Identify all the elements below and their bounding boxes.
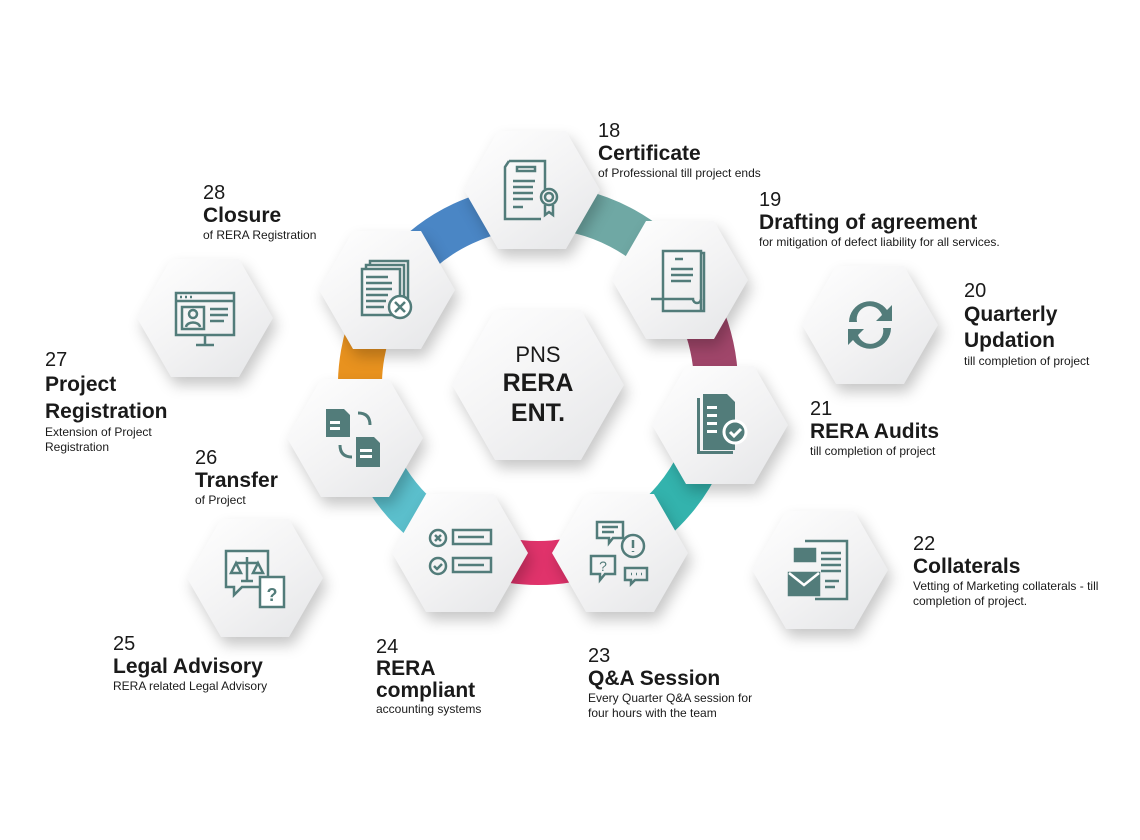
svg-text:?: ? bbox=[267, 585, 278, 605]
legal-advisory-hexagon: ? bbox=[187, 519, 323, 637]
item-title: Transfer bbox=[195, 469, 278, 492]
center-line2: RERA bbox=[502, 369, 574, 397]
item-desc: for mitigation of defect liability for a… bbox=[759, 235, 1000, 249]
document-icon bbox=[651, 249, 706, 313]
project-registration-hexagon bbox=[137, 259, 273, 377]
label-24: 24 RERA compliant accounting systems bbox=[376, 637, 506, 717]
item-desc: till completion of project bbox=[810, 444, 936, 458]
item-number: 28 bbox=[203, 182, 226, 204]
item-number: 22 bbox=[913, 533, 936, 555]
label-21: 21 RERA Audits till completion of projec… bbox=[810, 399, 939, 459]
item-desc: of Project bbox=[195, 493, 246, 507]
item-desc: Vetting of Marketing collaterals - till … bbox=[913, 579, 1099, 608]
item-number: 24 bbox=[376, 636, 399, 658]
refresh-icon bbox=[848, 301, 892, 349]
label-18: 18 Certificate of Professional till proj… bbox=[598, 121, 761, 181]
compliant-hexagon bbox=[392, 494, 528, 612]
item-title: Legal Advisory bbox=[113, 655, 263, 678]
center-line3: ENT. bbox=[510, 399, 566, 427]
item-number: 27 bbox=[45, 349, 68, 371]
document-check-icon bbox=[697, 394, 748, 454]
item-desc: of RERA Registration bbox=[203, 228, 317, 242]
transfer-hexagon bbox=[287, 379, 423, 497]
item-number: 25 bbox=[113, 633, 136, 655]
item-number: 20 bbox=[964, 280, 987, 302]
label-27: 27 Project Registration Extension of Pro… bbox=[45, 350, 205, 455]
file-transfer-icon bbox=[326, 409, 380, 467]
qa-session-hexagon: ? bbox=[552, 494, 688, 612]
documents-close-icon bbox=[360, 259, 413, 320]
chat-bubbles-icon: ? bbox=[589, 520, 649, 588]
item-desc: Extension of Project Registration bbox=[45, 425, 152, 454]
svg-text:?: ? bbox=[599, 558, 607, 574]
item-title: Q&A Session bbox=[588, 667, 721, 690]
center-hexagon: PNS RERA ENT. bbox=[452, 310, 624, 460]
item-title: Project Registration bbox=[45, 373, 168, 423]
drafting-hexagon bbox=[612, 221, 748, 339]
certificate-icon bbox=[503, 159, 559, 221]
label-20: 20 Quarterly Updation till completion of… bbox=[964, 281, 1114, 369]
item-desc: till completion of project bbox=[964, 354, 1090, 368]
collaterals-hexagon bbox=[752, 511, 888, 629]
checklist-icon bbox=[428, 528, 493, 576]
label-26: 26 Transfer of Project bbox=[195, 448, 278, 508]
item-title: RERA Audits bbox=[810, 420, 940, 443]
item-desc: RERA related Legal Advisory bbox=[113, 679, 268, 693]
item-title: Collaterals bbox=[913, 555, 1021, 578]
scales-icon: ? bbox=[224, 549, 286, 609]
audits-hexagon bbox=[652, 366, 788, 484]
item-number: 18 bbox=[598, 120, 621, 142]
item-number: 19 bbox=[759, 189, 782, 211]
mail-document-icon bbox=[787, 539, 849, 601]
label-25: 25 Legal Advisory RERA related Legal Adv… bbox=[113, 634, 267, 694]
item-number: 23 bbox=[588, 645, 611, 667]
closure-hexagon bbox=[319, 231, 455, 349]
label-28: 28 Closure of RERA Registration bbox=[203, 183, 316, 243]
item-title: Certificate bbox=[598, 142, 701, 165]
certificate-hexagon bbox=[464, 131, 600, 249]
item-number: 21 bbox=[810, 398, 833, 420]
item-title: RERA compliant bbox=[376, 657, 476, 702]
quarterly-hexagon bbox=[802, 266, 938, 384]
label-23: 23 Q&A Session Every Quarter Q&A session… bbox=[588, 646, 773, 721]
label-22: 22 Collaterals Vetting of Marketing coll… bbox=[913, 534, 1108, 609]
item-title: Quarterly Updation bbox=[964, 303, 1058, 352]
monitor-profile-icon bbox=[174, 291, 236, 347]
item-desc: accounting systems bbox=[376, 702, 482, 716]
item-title: Drafting of agreement bbox=[759, 211, 978, 234]
item-title: Closure bbox=[203, 204, 282, 227]
item-number: 26 bbox=[195, 447, 218, 469]
item-desc: of Professional till project ends bbox=[598, 166, 761, 180]
center-line1: PNS bbox=[515, 342, 561, 367]
label-19: 19 Drafting of agreement for mitigation … bbox=[759, 190, 1000, 250]
item-desc: Every Quarter Q&A session for four hours… bbox=[588, 691, 753, 720]
